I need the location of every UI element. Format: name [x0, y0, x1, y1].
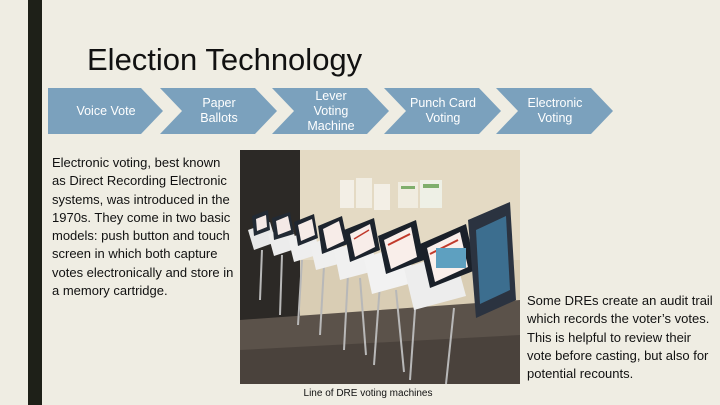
photo-illustration	[240, 150, 520, 384]
photo-caption: Line of DRE voting machines	[303, 388, 433, 399]
step-label: Electronic Voting	[527, 96, 583, 125]
step-voice-vote: Voice Vote	[48, 88, 163, 134]
side-note-paragraph: Some DREs create an audit trail which re…	[527, 293, 713, 382]
step-electronic-voting: Electronic Voting	[496, 88, 613, 134]
step-lever-voting: Lever Voting Machine	[272, 88, 389, 134]
voting-machines-photo	[240, 150, 520, 384]
step-label: Punch Card Voting	[410, 96, 477, 125]
chevron-shape	[384, 88, 501, 134]
body-paragraph: Electronic voting, best known as Direct …	[52, 155, 234, 299]
step-paper-ballots: Paper Ballots	[160, 88, 277, 134]
step-punch-card: Punch Card Voting	[384, 88, 501, 134]
chevron-shape	[272, 88, 389, 134]
step-label: Voice Vote	[76, 103, 136, 118]
step-label: Paper Ballots	[200, 96, 238, 125]
slide-title: Election Technology	[87, 42, 363, 77]
chevron-shape	[48, 88, 163, 134]
chevron-shape	[160, 88, 277, 134]
accent-bar	[28, 0, 42, 405]
chevron-shape	[496, 88, 613, 134]
step-label: Lever Voting Machine	[307, 88, 355, 133]
